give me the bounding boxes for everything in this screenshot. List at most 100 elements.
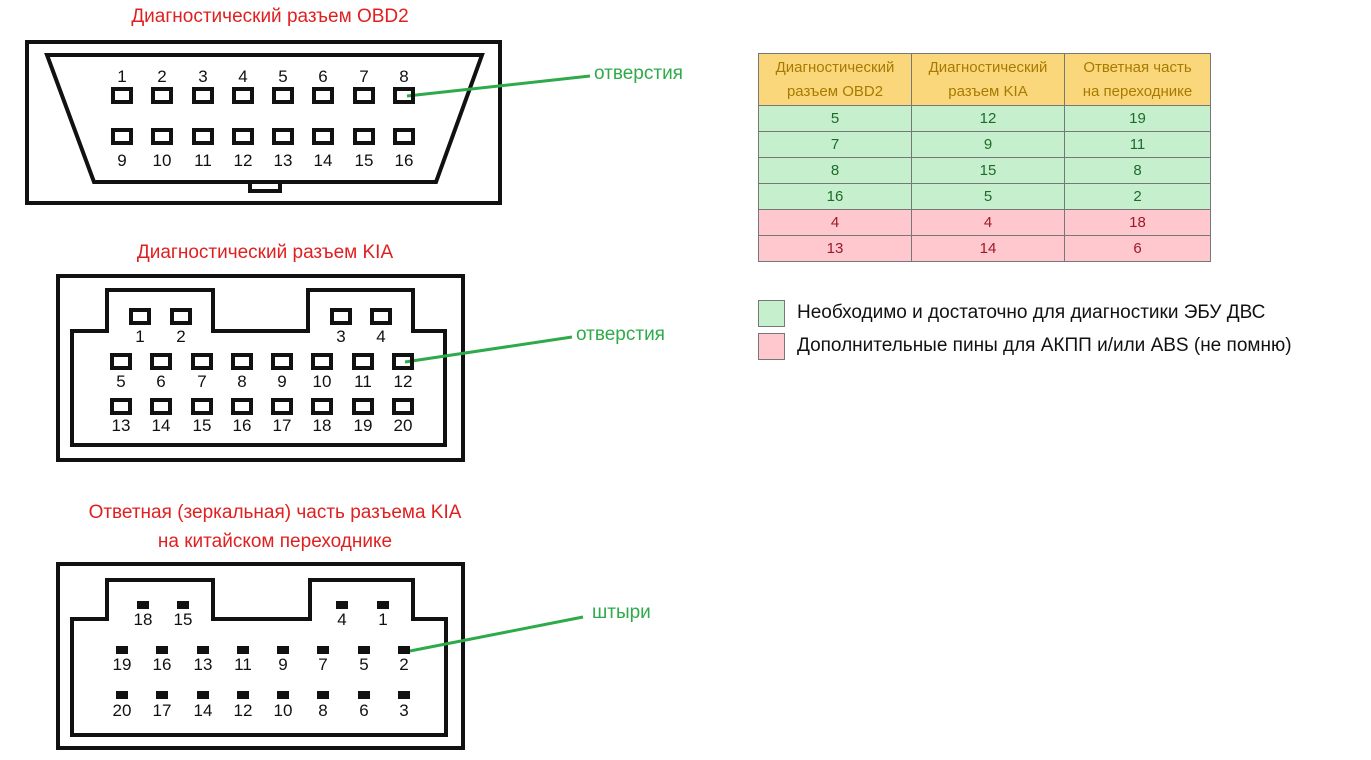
kia-connector-title: Диагностический разъем KIA: [136, 242, 394, 263]
pin-number: 11: [194, 151, 212, 170]
obd2-pin: 2: [151, 67, 173, 104]
pin-number: 19: [354, 416, 373, 435]
pin-number: 13: [194, 655, 213, 674]
legend-text-green: Необходимо и достаточно для диагностики …: [797, 302, 1266, 323]
pin-hole: [393, 128, 415, 145]
pin-hole: [150, 353, 172, 370]
obd2-pin: 3: [192, 67, 214, 104]
kia-pin: 14: [150, 398, 172, 435]
kia-pin: 8: [231, 353, 253, 391]
pin-number: 8: [399, 67, 408, 86]
table-cell: 13: [758, 235, 912, 262]
pin-hole: [110, 353, 132, 370]
pin-number: 14: [152, 416, 171, 435]
pin-number: 16: [233, 416, 252, 435]
pin-hole: [352, 353, 374, 370]
pin-number: 1: [135, 327, 144, 346]
mirror-connector: [56, 562, 465, 750]
pin-hole: [312, 87, 334, 104]
obd2-pin: 11: [192, 128, 214, 170]
pin-number: 2: [176, 327, 185, 346]
mirror-pin: 4: [336, 601, 348, 629]
pin-hole: [110, 398, 132, 415]
pin-number: 16: [395, 151, 414, 170]
pin-number: 13: [112, 416, 131, 435]
pin-terminal: [277, 691, 289, 699]
mirror-pin: 3: [398, 691, 410, 720]
pin-number: 20: [394, 416, 413, 435]
pin-terminal: [336, 601, 348, 609]
pin-terminal: [237, 691, 249, 699]
table-cell: 4: [758, 209, 912, 236]
pin-terminal: [317, 691, 329, 699]
mirror-pin: 15: [174, 601, 192, 629]
table-cell: 8: [758, 157, 912, 184]
obd2-outer-frame: [25, 40, 502, 205]
pin-hole: [192, 87, 214, 104]
mirror-inner-body: [70, 578, 448, 737]
pin-number: 9: [117, 151, 126, 170]
mirror-pin: 18: [134, 601, 152, 629]
pin-number: 18: [313, 416, 332, 435]
kia-pin: 17: [271, 398, 293, 435]
obd2-pin: 14: [312, 128, 334, 170]
pin-number: 9: [277, 372, 286, 391]
table-header-adapter: Ответная часть на переходнике: [1064, 53, 1211, 106]
pin-number: 14: [194, 701, 213, 720]
header-line: разъем OBD2: [786, 82, 884, 100]
pin-number: 1: [117, 67, 126, 86]
obd2-pin: 1: [111, 67, 133, 104]
pin-number: 3: [198, 67, 207, 86]
pin-hole: [150, 398, 172, 415]
pin-number: 12: [394, 372, 413, 391]
pin-hole: [151, 87, 173, 104]
pin-hole: [232, 128, 254, 145]
table-header-kia: Диагностический разъем KIA: [911, 53, 1065, 106]
mirror-pin: 2: [398, 646, 410, 674]
pin-hole: [191, 353, 213, 370]
pin-number: 8: [318, 701, 327, 720]
kia-pin: 1: [129, 308, 151, 346]
obd2-callout-label: отверстия: [594, 63, 683, 84]
pin-number: 5: [116, 372, 125, 391]
kia-pin: 2: [170, 308, 192, 346]
pin-hole: [311, 353, 333, 370]
pin-number: 11: [234, 655, 252, 674]
obd2-pin: 13: [272, 128, 294, 170]
table-cell: 14: [911, 235, 1065, 262]
mirror-pin: 7: [317, 646, 329, 674]
kia-callout-label: отверстия: [576, 324, 665, 345]
pin-number: 2: [157, 67, 166, 86]
kia-connector: [56, 274, 465, 462]
pin-number: 5: [359, 655, 368, 674]
pin-number: 15: [193, 416, 212, 435]
mirror-pin: 14: [194, 691, 213, 720]
obd2-pin: 15: [353, 128, 375, 170]
kia-pin: 7: [191, 353, 213, 391]
kia-inner-body: [70, 288, 447, 447]
mirror-pin: 8: [317, 691, 329, 720]
table-cell: 15: [911, 157, 1065, 184]
obd2-pin: 8: [393, 67, 415, 104]
kia-pin: 16: [231, 398, 253, 435]
legend-swatch-green: [758, 300, 785, 327]
mirror-callout-line: [409, 615, 584, 653]
pin-number: 6: [318, 67, 327, 86]
header-line: Диагностический: [928, 58, 1048, 76]
mirror-pin: 13: [194, 646, 213, 674]
legend-text-red: Дополнительные пины для АКПП и/или ABS (…: [797, 335, 1292, 356]
pin-number: 12: [234, 151, 253, 170]
mirror-pin: 11: [234, 646, 252, 674]
pin-hole: [232, 87, 254, 104]
kia-pin: 18: [311, 398, 333, 435]
kia-pin: 20: [392, 398, 414, 435]
pin-terminal: [197, 646, 209, 654]
table-cell: 5: [758, 105, 912, 132]
table-cell: 11: [1064, 131, 1211, 158]
mirror-pin: 17: [153, 691, 171, 720]
kia-callout-line: [404, 335, 573, 364]
table-cell: 4: [911, 209, 1065, 236]
